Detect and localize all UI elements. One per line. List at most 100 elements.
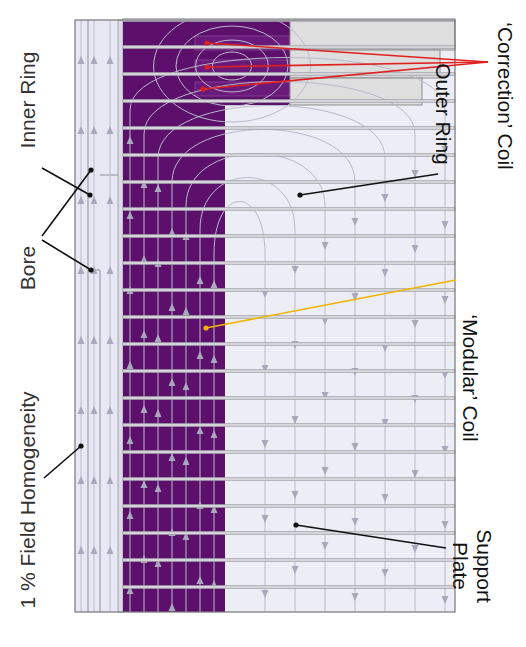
field-arrow: [183, 307, 190, 315]
field-arrow: [78, 476, 85, 484]
inner-ring: [118, 20, 123, 612]
support-plate: [123, 586, 455, 589]
leader-lines: [42, 43, 488, 548]
support-plate: [123, 208, 455, 211]
field-arrow: [91, 56, 98, 64]
field-line: [81, 20, 82, 612]
field-arrow: [292, 266, 299, 274]
leader-line: [207, 43, 488, 62]
support-plate: [123, 451, 455, 454]
field-arrow: [382, 194, 389, 202]
field-arrow: [442, 296, 449, 304]
field-arrow: [107, 406, 114, 414]
field-arrow: [127, 436, 134, 444]
support-plate: [123, 397, 455, 400]
field-arrow: [91, 546, 98, 554]
field-arrow: [155, 409, 162, 417]
field-line: [186, 154, 325, 613]
field-arrow: [169, 603, 176, 611]
field-arrow: [127, 136, 134, 144]
field-arrow: [155, 184, 162, 192]
field-arrow: [91, 476, 98, 484]
support-plate: [123, 424, 455, 427]
field-arrow: [322, 242, 329, 250]
support-plate: [123, 532, 455, 535]
field-arrow: [322, 467, 329, 475]
leader-line: [300, 174, 438, 195]
field-arrow: [292, 491, 299, 499]
field-arrow: [262, 590, 269, 598]
field-arrow: [262, 515, 269, 523]
field-arrow: [141, 405, 148, 413]
field-line: [94, 20, 95, 612]
field-arrow: [155, 484, 162, 492]
homogeneity-region: [88, 20, 118, 612]
field-arrow: [91, 196, 98, 204]
field-arrow: [107, 266, 114, 274]
field-arrow: [78, 126, 85, 134]
leader-line: [296, 525, 446, 548]
part-label: Inner Ring: [16, 52, 40, 149]
field-arrow: [352, 593, 359, 601]
field-line: [200, 178, 295, 613]
field-arrow: [197, 576, 204, 584]
outer-ring-region: [75, 20, 455, 612]
field-arrow: [91, 406, 98, 414]
support-plate: [123, 235, 455, 238]
field-arrow: [352, 218, 359, 226]
field-arrow: [169, 378, 176, 386]
field-arrow: [169, 453, 176, 461]
field-arrow: [382, 269, 389, 277]
field-arrow: [442, 596, 449, 604]
field-arrow: [197, 351, 204, 359]
support-plate: [123, 343, 455, 346]
field-arrow: [107, 546, 114, 554]
leader-dots: [78, 40, 302, 527]
leader-line: [42, 240, 91, 270]
frame: [75, 20, 455, 612]
field-arrow: [127, 211, 134, 219]
field-arrow: [183, 382, 190, 390]
part-label: ‘Correction’ Coil: [493, 22, 517, 169]
bore-region: [75, 20, 118, 612]
support-plate: [123, 559, 455, 562]
field-arrow: [211, 280, 218, 288]
field-arrow: [78, 196, 85, 204]
support-plate: [123, 127, 455, 130]
field-arrow: [107, 196, 114, 204]
part-label: Support Plate: [448, 520, 496, 612]
field-arrow: [91, 336, 98, 344]
field-line: [110, 20, 111, 612]
field-arrow: [382, 494, 389, 502]
support-plate: [123, 478, 455, 481]
field-arrow: [91, 126, 98, 134]
field-arrow: [141, 480, 148, 488]
part-label: ‘Modular’ Coil: [458, 314, 482, 441]
field-arrow: [78, 406, 85, 414]
field-arrow: [442, 221, 449, 229]
field-arrow: [78, 266, 85, 274]
field-arrow: [169, 303, 176, 311]
support-plate: [123, 100, 455, 103]
part-label: Outer Ring: [431, 63, 455, 165]
field-arrow: [292, 566, 299, 574]
field-arrow: [107, 56, 114, 64]
support-plate: [123, 262, 455, 265]
field-arrow: [412, 545, 419, 553]
field-arrow: [141, 330, 148, 338]
field-arrow: [412, 245, 419, 253]
field-arrow: [211, 355, 218, 363]
part-label: Bore: [16, 246, 40, 290]
part-label: 1 % Field Homogeneity: [16, 391, 40, 608]
field-line: [154, 20, 311, 122]
field-arrow: [107, 336, 114, 344]
support-plate: [123, 316, 455, 319]
field-arrow: [155, 334, 162, 342]
field-arrow: [352, 443, 359, 451]
field-line: [130, 58, 445, 613]
support-plates: [123, 19, 455, 589]
field-arrow: [382, 569, 389, 577]
support-plate: [123, 73, 455, 76]
field-arrow: [78, 56, 85, 64]
field-arrow: [412, 470, 419, 478]
